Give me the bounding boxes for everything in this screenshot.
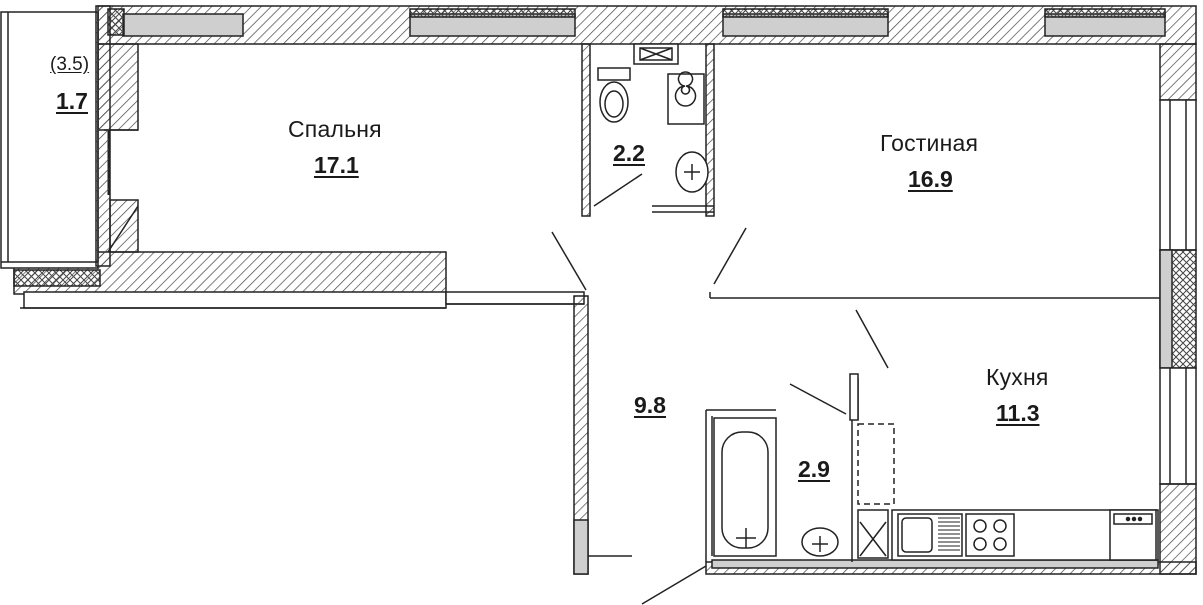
bedroom-area: 17.1	[314, 152, 359, 178]
bedroom-bottom-extension	[445, 291, 585, 305]
kitchen-area: 11.3	[996, 400, 1040, 426]
top-crosshatch-3	[722, 8, 889, 18]
right-window-upper	[1159, 99, 1197, 251]
toilet-left-wall	[581, 43, 591, 217]
bathroom-door	[789, 383, 847, 415]
living-door	[713, 227, 747, 285]
bedroom-window-bottom	[23, 291, 447, 309]
doors	[107, 173, 889, 605]
kitchen-name: Кухня	[986, 364, 1049, 390]
toilet-fixture	[597, 67, 631, 123]
washing-machine-fixture	[667, 71, 705, 125]
hall-area: 9.8	[634, 392, 666, 418]
balcony-top-hatch	[95, 5, 111, 267]
kitchen-box-fixture	[857, 509, 889, 559]
right-wall-mid-window	[1159, 249, 1173, 369]
interior-walls	[581, 43, 1160, 562]
right-wall-upper	[1159, 43, 1197, 101]
living-area: 16.9	[908, 166, 953, 192]
top-crosshatch-4	[1044, 8, 1166, 18]
balcony-door	[107, 205, 139, 253]
kitchen-door	[855, 309, 889, 369]
top-window-1	[122, 13, 244, 37]
fridge-fixture	[1109, 509, 1157, 561]
dashed-cabinet	[857, 423, 895, 505]
bottom-window	[711, 559, 1159, 569]
cooktop-fixture	[965, 513, 1015, 557]
left-wall-lower	[109, 199, 139, 253]
right-window-lower	[1159, 367, 1197, 485]
balcony-bottom-crosshatch	[13, 269, 101, 287]
exterior-walls	[13, 5, 1197, 575]
entrance-door	[641, 565, 707, 605]
toilet-sink-fixture	[675, 151, 709, 193]
bedroom-name: Спальня	[288, 116, 382, 142]
bath-sink-fixture	[801, 527, 839, 557]
balcony-frame	[0, 11, 99, 269]
toilet-right-wall	[705, 43, 715, 217]
hall-left-wall-accent	[573, 519, 589, 575]
balcony-area: 1.7	[56, 88, 88, 114]
balcony-total-area: (3.5)	[50, 54, 90, 75]
fixtures	[597, 67, 1159, 561]
bathtub-fixture	[713, 417, 777, 557]
top-crosshatch-2	[409, 8, 576, 18]
living-name: Гостиная	[880, 130, 979, 156]
top-wall	[97, 5, 1197, 45]
toilet-area: 2.2	[613, 140, 645, 166]
kitchen-sink-fixture	[897, 513, 963, 557]
balcony	[0, 5, 111, 269]
bedroom-door	[551, 231, 587, 291]
bathroom-area: 2.9	[798, 456, 830, 482]
toilet-door	[593, 173, 643, 207]
right-wall-lower	[1159, 483, 1197, 575]
